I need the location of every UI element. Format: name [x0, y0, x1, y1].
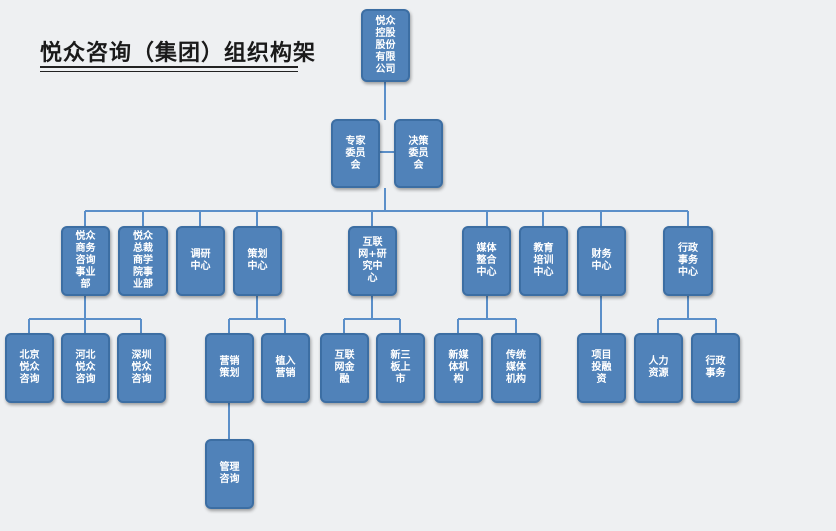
node-marketing-planning: 营销 策划 [205, 333, 254, 403]
node-root-company: 悦众 控股 股份 有限 公司 [361, 9, 410, 82]
node-finance-center: 财务 中心 [577, 226, 626, 296]
node-human-resources: 人力 资源 [634, 333, 683, 403]
node-management-consulting: 管理 咨询 [205, 439, 254, 509]
node-shenzhen-consulting: 深圳 悦众 咨询 [117, 333, 166, 403]
node-expert-committee: 专家 委员 会 [331, 119, 380, 188]
node-ceo-business-school: 悦众 总裁 商学 院事 业部 [118, 226, 168, 296]
node-project-financing: 项目 投融 资 [577, 333, 626, 403]
node-admin-affairs-center: 行政 事务 中心 [663, 226, 713, 296]
node-research-center: 调研 中心 [176, 226, 225, 296]
node-media-integration-center: 媒体 整合 中心 [462, 226, 511, 296]
node-new-third-board: 新三 板上 市 [376, 333, 425, 403]
node-traditional-media: 传统 媒体 机构 [491, 333, 541, 403]
node-planning-center: 策划 中心 [233, 226, 282, 296]
node-admin-affairs: 行政 事务 [691, 333, 740, 403]
node-internet-finance: 互联 网金 融 [320, 333, 369, 403]
title-underline-2 [40, 71, 298, 72]
node-new-media: 新媒 体机 构 [434, 333, 483, 403]
chart-title: 悦众咨询（集团）组织构架 [40, 41, 317, 66]
node-implant-marketing: 植入 营销 [261, 333, 310, 403]
node-beijing-consulting: 北京 悦众 咨询 [5, 333, 54, 403]
node-consulting-division: 悦众 商务 咨询 事业 部 [61, 226, 110, 296]
node-education-training-center: 教育 培训 中心 [519, 226, 568, 296]
node-hebei-consulting: 河北 悦众 咨询 [61, 333, 110, 403]
node-decision-committee: 决策 委员 会 [394, 119, 443, 188]
node-internet-research-center: 互联 网+研 究中 心 [348, 226, 397, 296]
title-underline [40, 66, 298, 68]
